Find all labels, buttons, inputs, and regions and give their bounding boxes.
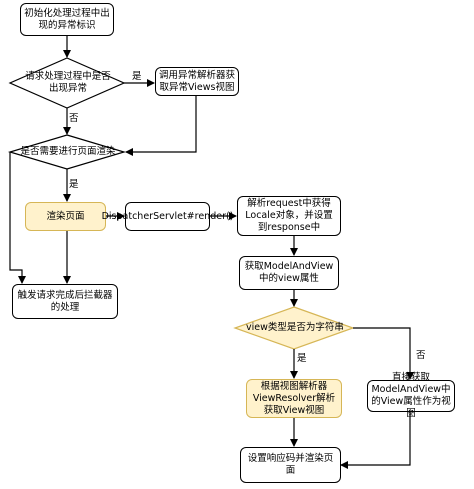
label-no-3: 否 xyxy=(416,350,426,361)
view-type-decision-text: view类型是否为字符串 xyxy=(246,322,344,333)
set-status-box: 设置响应码并渲染页面 xyxy=(240,447,341,483)
init-error-text: 初始化处理过程中出现的异常标识 xyxy=(24,7,110,31)
init-error-box: 初始化处理过程中出现的异常标识 xyxy=(20,3,114,36)
label-yes-1: 是 xyxy=(132,71,142,82)
parse-locale-box: 解析request中获得Locale对象，并设置到response中 xyxy=(237,196,341,236)
edge-decision2-no xyxy=(9,152,26,284)
set-status-text: 设置响应码并渲染页面 xyxy=(247,453,334,476)
view-attr-text: 获取ModelAndView中的view属性 xyxy=(244,261,334,284)
interceptor-text: 触发请求完成后拦截器的处理 xyxy=(17,289,113,313)
edge-decision3-no xyxy=(353,327,414,380)
dispatcher-render-box: DispatcherServlet#render() xyxy=(102,202,233,231)
label-no-1: 否 xyxy=(69,113,79,124)
direct-view-text: 直接获取ModelAndView中的View属性作为视图 xyxy=(371,372,451,419)
need-render-decision-text: 是否需要进行页面渲染 xyxy=(20,146,116,157)
edge-resolver-to-decision2 xyxy=(125,96,197,156)
exception-resolver-text: 调用异常解析器获取异常Views视图 xyxy=(159,69,236,93)
render-page-box: 渲染页面 xyxy=(25,202,106,231)
label-yes-3: 是 xyxy=(297,353,307,364)
label-yes-2: 是 xyxy=(69,179,79,190)
view-attr-box: 获取ModelAndView中的view属性 xyxy=(239,256,339,290)
edge-direct-to-status xyxy=(340,412,411,469)
request-error-decision-text: 请求处理过程中是否出现异常 xyxy=(25,71,111,94)
render-page-text: 渲染页面 xyxy=(46,210,85,222)
resolve-view-text: 根据视图解析器ViewResolver解析获取View视图 xyxy=(252,380,336,416)
interceptor-box: 触发请求完成后拦截器的处理 xyxy=(12,284,118,319)
exception-resolver-box: 调用异常解析器获取异常Views视图 xyxy=(155,67,239,96)
resolve-view-box: 根据视图解析器ViewResolver解析获取View视图 xyxy=(246,379,342,418)
parse-locale-text: 解析request中获得Locale对象，并设置到response中 xyxy=(245,198,333,233)
dispatcher-render-text: DispatcherServlet#render() xyxy=(101,210,234,222)
direct-view-box: 直接获取ModelAndView中的View属性作为视图 xyxy=(367,372,455,419)
